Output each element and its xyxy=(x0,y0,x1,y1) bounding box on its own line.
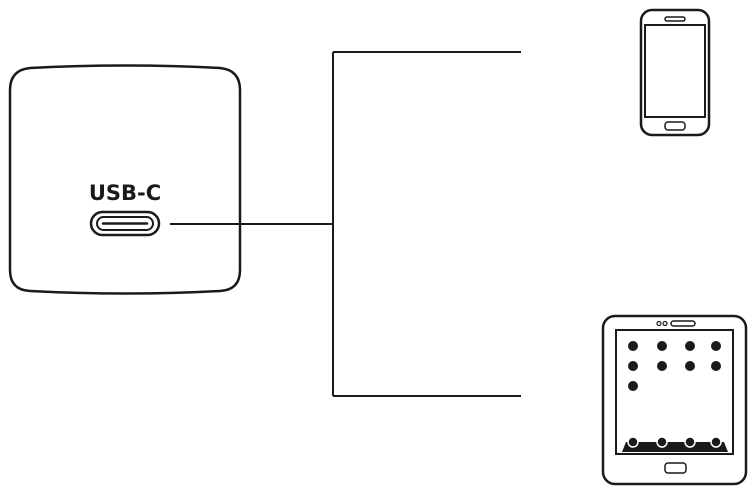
tablet-icon xyxy=(601,314,748,486)
charger: USB-C xyxy=(8,64,242,295)
smartphone-icon xyxy=(639,8,711,137)
usb-c-port-label: USB-C xyxy=(89,181,161,205)
cable xyxy=(170,51,521,397)
app-icons xyxy=(628,341,721,391)
usb-c-port xyxy=(89,210,161,237)
charger-body xyxy=(8,64,242,295)
dock xyxy=(622,436,728,452)
